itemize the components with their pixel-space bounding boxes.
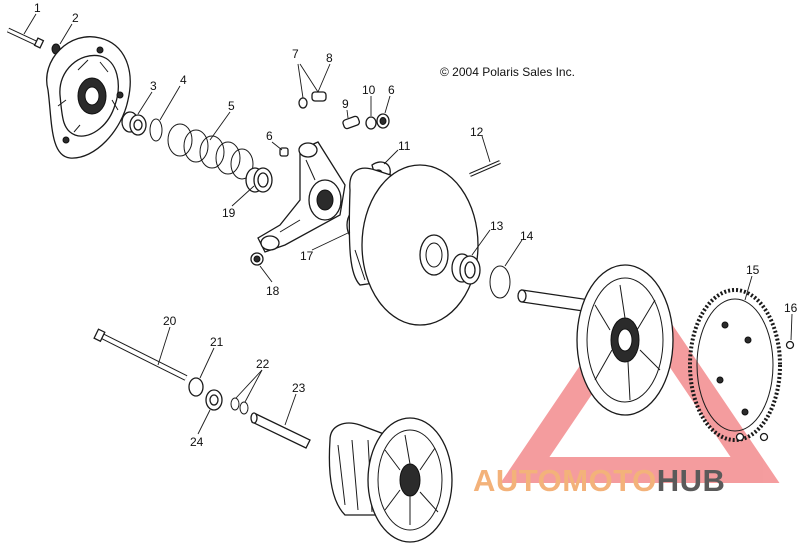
callout-14: 14 bbox=[520, 229, 534, 243]
fixed-sheave bbox=[517, 264, 674, 416]
callout-3: 3 bbox=[150, 79, 157, 93]
callout-11: 11 bbox=[398, 139, 411, 153]
callout-7: 7 bbox=[292, 47, 299, 61]
watermark-text-primary: AUTOMOTO bbox=[473, 463, 657, 498]
callout-1: 1 bbox=[34, 1, 41, 15]
part-3-bushing bbox=[121, 111, 147, 136]
part-5-spring bbox=[167, 123, 254, 180]
callout-21: 21 bbox=[210, 335, 224, 349]
callout-2: 2 bbox=[72, 11, 79, 25]
callout-19: 19 bbox=[222, 206, 236, 220]
part-16-bolts bbox=[735, 340, 795, 442]
part-7-8-pins bbox=[298, 91, 327, 109]
callout-20: 20 bbox=[163, 314, 177, 328]
watermark-text-secondary: HUB bbox=[656, 463, 726, 498]
part-15-ring-gear bbox=[688, 288, 782, 442]
callout-8: 8 bbox=[326, 51, 333, 65]
part-23-sleeve bbox=[250, 412, 311, 449]
part-13-bushing bbox=[451, 253, 481, 285]
part-18-nut bbox=[250, 252, 264, 266]
callout-6: 6 bbox=[266, 129, 273, 143]
callout-10: 10 bbox=[362, 83, 376, 97]
callout-4: 4 bbox=[180, 73, 187, 87]
callout-15: 15 bbox=[746, 263, 760, 277]
part-9-10-6-hardware bbox=[342, 113, 390, 130]
part-19-bushing bbox=[245, 167, 273, 193]
part-1-bolt bbox=[6, 27, 45, 49]
callout-6b: 6 bbox=[388, 83, 395, 97]
callout-9: 9 bbox=[342, 97, 349, 111]
callout-numbers: 1 2 3 4 5 6 7 8 9 10 6 11 12 19 17 18 13… bbox=[34, 1, 798, 449]
part-14-ring bbox=[489, 265, 511, 299]
clutch-cover bbox=[46, 36, 131, 159]
callout-16: 16 bbox=[784, 301, 798, 315]
assembled-clutch bbox=[328, 417, 453, 543]
part-20-bolt bbox=[93, 328, 188, 381]
callout-18: 18 bbox=[266, 284, 280, 298]
callout-22: 22 bbox=[256, 357, 270, 371]
callout-24: 24 bbox=[190, 435, 204, 449]
callout-13: 13 bbox=[490, 219, 504, 233]
part-12-pin bbox=[469, 160, 501, 177]
part-22-rings bbox=[230, 397, 249, 415]
watermark-text: AUTOMOTOHUB bbox=[473, 463, 725, 499]
copyright-notice: © 2004 Polaris Sales Inc. bbox=[440, 65, 575, 79]
spider-arm bbox=[257, 141, 346, 253]
movable-sheave bbox=[348, 164, 479, 326]
leader-lines bbox=[23, 13, 793, 435]
callout-12: 12 bbox=[470, 125, 484, 139]
part-24-bushing bbox=[205, 389, 223, 411]
callout-17: 17 bbox=[300, 249, 314, 263]
callout-5: 5 bbox=[228, 99, 235, 113]
part-21-washer bbox=[188, 377, 204, 397]
callout-23: 23 bbox=[292, 381, 306, 395]
part-4-ring bbox=[149, 118, 163, 142]
